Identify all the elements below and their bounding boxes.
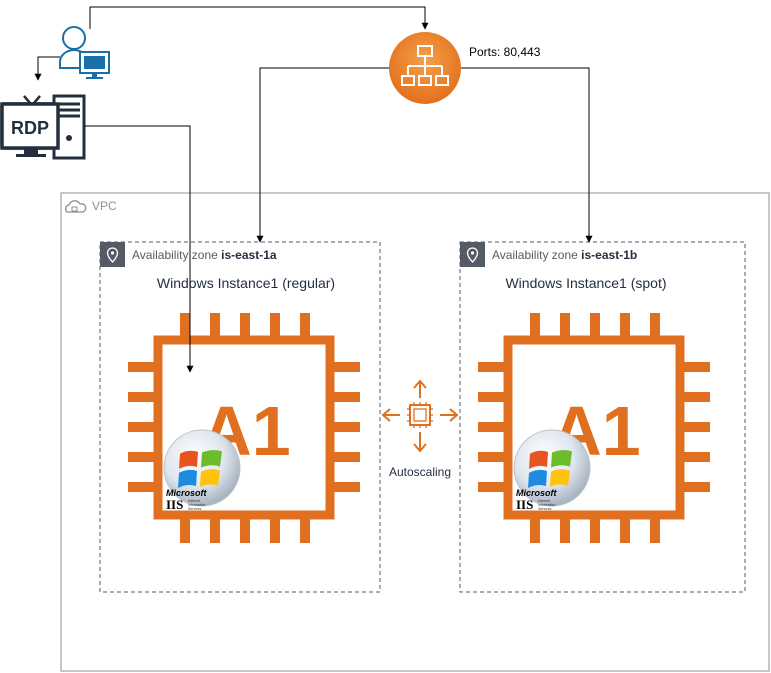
rdp-label: RDP (11, 118, 49, 138)
rdp-server-icon (0, 94, 86, 160)
zone-1b-label: Availability zone is-east-1b (492, 248, 637, 262)
ec2-chip-icon-1b (478, 313, 710, 543)
location-pin-icon (460, 242, 485, 267)
autoscaling-label: Autoscaling (389, 465, 451, 479)
vpc-label: VPC (92, 199, 117, 213)
zone-1a-name: is-east-1a (221, 248, 277, 262)
instance-1a-title: Windows Instance1 (regular) (157, 275, 335, 291)
load-balancer-icon (389, 32, 461, 104)
connector-user-to-rdp (34, 56, 60, 81)
availability-zone-1b (459, 241, 746, 593)
connector-user-to-lb (89, 6, 429, 30)
ports-label: Ports: 80,443 (469, 45, 541, 59)
vpc-group (60, 192, 770, 672)
autoscaling-icon (381, 379, 459, 453)
location-pin-icon (100, 242, 125, 267)
connector-rdp-to-instance (84, 125, 194, 373)
zone-1a-label: Availability zone is-east-1a (132, 248, 277, 262)
zone-1a-prefix: Availability zone (132, 248, 221, 262)
availability-zone-1a (99, 241, 381, 593)
zone-1b-prefix: Availability zone (492, 248, 581, 262)
connector-lb-to-zone-1b (461, 67, 593, 243)
connector-lb-to-zone-1a (256, 67, 389, 243)
user-workstation-icon (59, 26, 110, 79)
zone-1b-name: is-east-1b (581, 248, 637, 262)
instance-1b-title: Windows Instance1 (spot) (505, 275, 666, 291)
vpc-cloud-icon (64, 200, 87, 213)
